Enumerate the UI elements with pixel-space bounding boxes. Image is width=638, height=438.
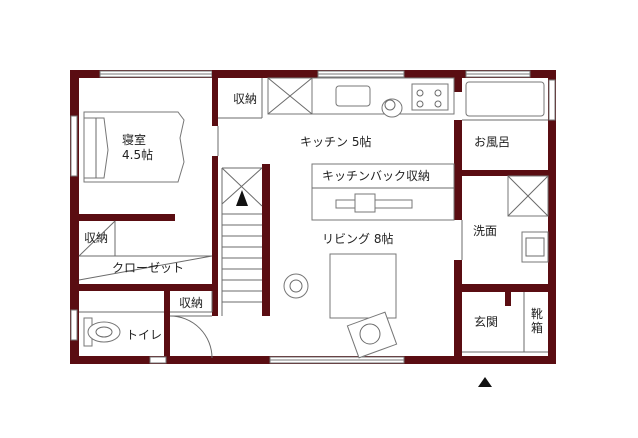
windows [70, 70, 556, 364]
doors [217, 126, 463, 260]
entrance-fixtures [462, 292, 548, 353]
closet-small-label: 収納 [84, 231, 109, 245]
toilet-label: トイレ [126, 328, 163, 342]
bedroom-label: 寝室 4.5帖 [122, 133, 154, 162]
closet-label: クローゼット [112, 261, 185, 275]
living-label: リビング 8帖 [322, 232, 394, 246]
toilet-fixture [79, 311, 164, 347]
closet-lines [78, 220, 213, 281]
stair-steps [222, 213, 262, 303]
kitchen-back-label: キッチンバック収納 [322, 169, 431, 183]
triangle-up-icon [478, 377, 492, 387]
bathtub [462, 81, 548, 121]
kitchen-storage-label: 収納 [233, 92, 258, 106]
interior-walls [79, 70, 556, 364]
washroom-label: 洗面 [473, 224, 498, 238]
bed [83, 111, 185, 183]
kitchen-fixtures [267, 77, 455, 118]
kitchen-storage [218, 78, 263, 119]
living-furniture [283, 253, 398, 359]
kitchen-label: キッチン 5帖 [300, 135, 372, 149]
bath-label: お風呂 [474, 135, 511, 149]
kitchen-back-storage [311, 163, 455, 221]
washroom-fixtures [507, 175, 549, 263]
entrance-label: 玄関 [474, 315, 499, 329]
toilet-storage-label: 収納 [179, 296, 204, 310]
toilet-storage-box [169, 291, 213, 359]
shoe-box-label: 靴箱 [531, 307, 544, 335]
arrow-up-icon [236, 190, 248, 206]
